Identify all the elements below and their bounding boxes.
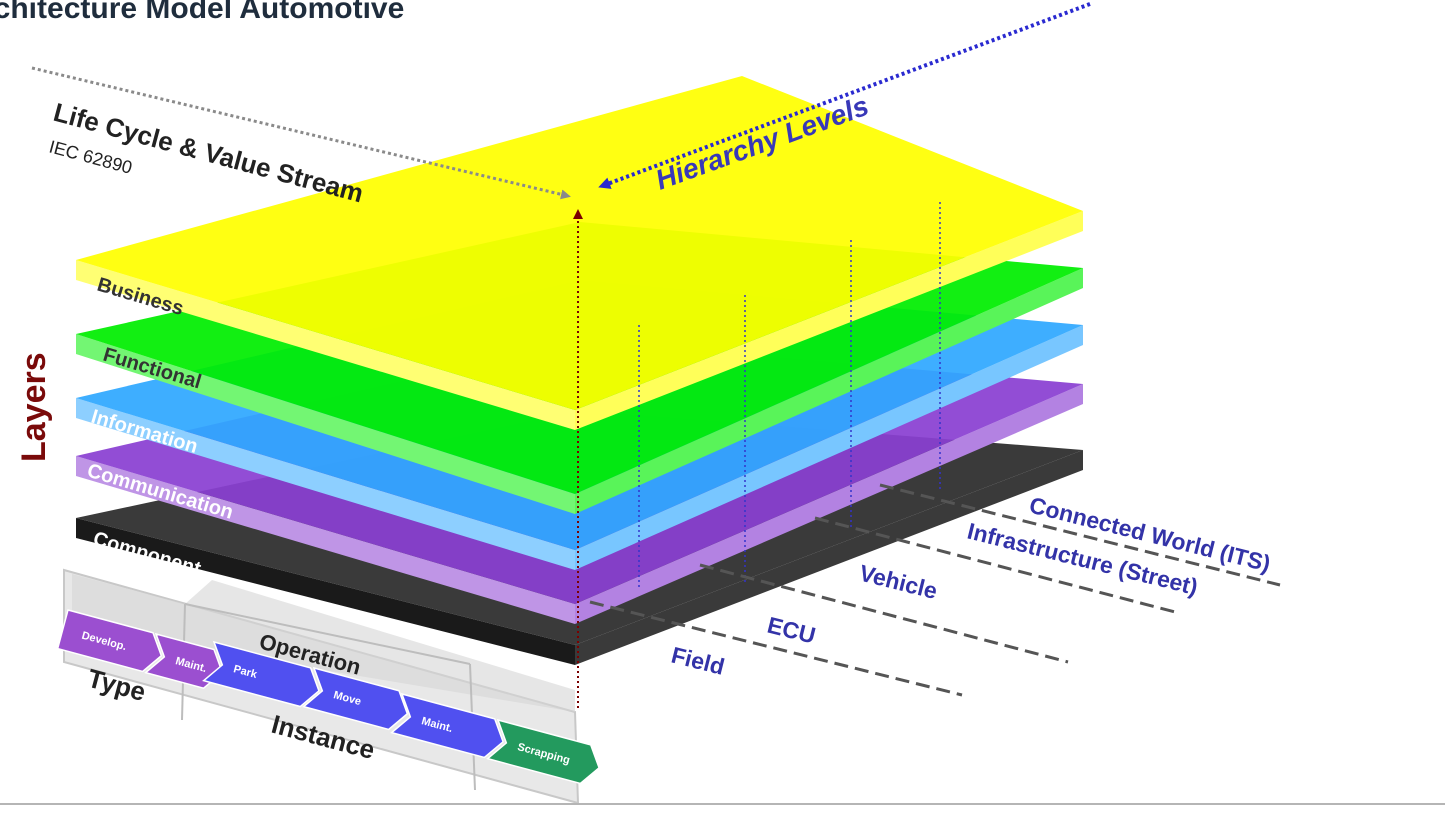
phase-chevron: Scrapping <box>486 718 600 785</box>
level-label-ecu: ECU <box>765 612 818 649</box>
footer-divider <box>0 803 1445 805</box>
layer-front-face <box>76 456 575 624</box>
layer-front-face <box>76 518 575 665</box>
layer-side-face <box>575 325 1083 570</box>
layer-side-face <box>575 450 1083 665</box>
layer-top-face <box>76 76 1083 410</box>
hierarchy-dashes <box>589 483 1281 697</box>
level-label-vehicle: Vehicle <box>857 560 940 604</box>
hierarchy-axis-arrow <box>598 2 1091 189</box>
phase-chevron: Maint. <box>390 692 504 759</box>
hierarchy-guides <box>638 202 941 588</box>
layer-side-face <box>575 268 1083 514</box>
phase-chevron: Develop. <box>56 609 163 673</box>
layers-axis-label: Layers <box>15 352 53 462</box>
phase-chevron: Move <box>302 666 409 731</box>
layer-front-face <box>76 334 575 514</box>
layer-side-face <box>575 211 1083 430</box>
layer-business: Business <box>76 76 1083 430</box>
layer-front-face <box>76 260 575 430</box>
layer-stack: ComponentCommunicationInformationFunctio… <box>76 76 1083 665</box>
page-title: rchitecture Model Automotive <box>0 0 405 25</box>
life-cycle-axis-arrow <box>31 66 571 200</box>
level-label-field: Field <box>669 642 727 680</box>
phase-chevron: Park <box>202 640 320 708</box>
layer-front-face <box>76 398 575 570</box>
phase-chevron: Maint. <box>144 632 224 689</box>
